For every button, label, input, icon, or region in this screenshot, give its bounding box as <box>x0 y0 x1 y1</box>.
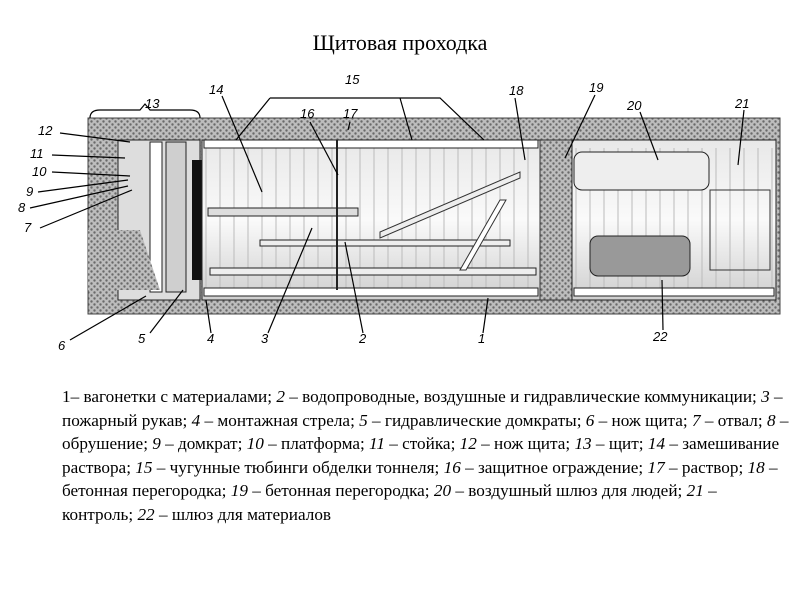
legend-item: 7 – отвал; <box>691 410 767 430</box>
callout-label-5: 5 <box>138 331 146 346</box>
callout-label-18: 18 <box>509 83 524 98</box>
legend-text: шлюз для материалов <box>171 504 332 524</box>
legend-number: 13 <box>574 434 592 453</box>
legend-text: щит <box>608 434 639 453</box>
callout-label-6: 6 <box>58 338 66 353</box>
legend-number: 15 <box>135 457 153 477</box>
legend-item: 11 – стойка; <box>369 434 460 453</box>
legend-number: 3 <box>761 387 770 406</box>
callout-label-21: 21 <box>734 96 749 111</box>
legend-text: стойка <box>402 434 451 453</box>
callout-label-1: 1 <box>478 331 485 346</box>
legend-item: 22 – шлюз для материалов <box>137 504 332 524</box>
legend-text: защитное ограждение <box>477 457 639 477</box>
legend-text: обрушение <box>62 434 144 453</box>
shield-section <box>88 139 202 301</box>
legend-item: 15 – чугунные тюбинги обделки тоннеля; <box>135 457 444 477</box>
callout-label-7: 7 <box>24 220 32 235</box>
legend-text: отвал <box>717 410 758 430</box>
legend-text: замешивание раствора <box>62 434 780 477</box>
legend-item: 21 – контроль; <box>62 481 717 524</box>
legend-number: 22 <box>137 504 155 524</box>
legend-number: 10 <box>246 434 264 453</box>
legend-text: монтажная стрела <box>217 410 351 430</box>
leader-lines <box>29 94 745 341</box>
legend-number: 19 <box>230 481 248 500</box>
main-tunnel <box>201 139 541 301</box>
legend-item: 20 – воздушный шлюз для людей; <box>433 481 687 500</box>
legend-text: воздушный шлюз для людей <box>468 481 678 500</box>
legend-number: 2 <box>276 387 285 406</box>
legend-text: нож щита <box>494 434 566 453</box>
legend-item: 10 – платформа; <box>246 434 370 453</box>
legend-item: 12 – нож щита; <box>459 434 575 453</box>
legend-number: 4 <box>191 410 201 430</box>
callout-label-13: 13 <box>145 96 160 111</box>
callout-label-9: 9 <box>26 184 33 199</box>
legend-text: чугунные тюбинги обделки тоннеля <box>169 457 435 477</box>
callout-label-19: 19 <box>589 80 603 95</box>
legend-number: 9 <box>152 434 161 453</box>
callout-label-10: 10 <box>32 164 47 179</box>
legend-item: 4 – монтажная стрела; <box>191 410 360 430</box>
legend-item: 6 – нож щита; <box>585 410 692 430</box>
callout-label-22: 22 <box>652 329 668 344</box>
legend-item: 5 – гидравлические домкраты; <box>359 410 586 430</box>
legend-item: 1– вагонетки с материалами; <box>62 387 277 406</box>
legend-text: гидравлические домкраты <box>384 410 577 430</box>
legend-number: 21 <box>686 481 704 500</box>
slide-title: Щитовая проходка <box>312 30 488 55</box>
legend-item: 16 – защитное ограждение; <box>443 457 648 477</box>
legend-number: 11 <box>369 434 385 453</box>
callout-label-3: 3 <box>261 331 269 346</box>
legend-number: 7 <box>691 410 701 430</box>
legend-text: домкрат <box>178 434 238 453</box>
legend-number: 1 <box>62 387 71 406</box>
legend-text: контроль <box>62 504 129 524</box>
legend-text: пожарный рукав <box>62 410 183 430</box>
legend-item: 19 – бетонная перегородка; <box>230 481 434 500</box>
legend: 1– вагонетки с материалами; 2 – водопров… <box>62 385 792 526</box>
legend-number: 17 <box>647 457 665 477</box>
legend-number: 5 <box>359 410 368 430</box>
callout-label-14: 14 <box>209 82 223 97</box>
legend-item: 3 – пожарный рукав; <box>62 387 783 430</box>
callout-label-17: 17 <box>343 106 358 121</box>
callout-label-11: 11 <box>30 146 44 161</box>
callout-label-20: 20 <box>626 98 642 113</box>
legend-number: 20 <box>433 481 452 500</box>
callout-label-8: 8 <box>18 200 26 215</box>
legend-number: 18 <box>747 457 765 477</box>
legend-number: 14 <box>647 434 666 453</box>
legend-number: 6 <box>585 410 595 430</box>
legend-item: 9 – домкрат; <box>152 434 247 453</box>
legend-number: 12 <box>459 434 477 453</box>
legend-text: бетонная перегородка <box>62 481 222 500</box>
legend-item: 8 – обрушение; <box>62 410 789 454</box>
legend-item: 18 – бетонная перегородка; <box>62 457 778 501</box>
legend-text: нож щита <box>611 410 683 430</box>
legend-item: 14 – замешивание раствора; <box>62 434 780 477</box>
legend-item: 13 – щит; <box>574 434 648 453</box>
legend-text: бетонная перегородка <box>265 481 425 500</box>
legend-item: 2 – водопроводные, воздушные и гидравлич… <box>276 387 762 406</box>
lock-chamber <box>571 139 777 301</box>
legend-number: 8 <box>766 410 776 430</box>
callout-label-4: 4 <box>207 331 214 346</box>
callout-label-16: 16 <box>300 106 315 121</box>
callout-label-2: 2 <box>358 331 367 346</box>
partition-wall <box>539 139 573 301</box>
legend-text: вагонетки с материалами <box>83 387 268 406</box>
legend-text: платформа <box>281 434 360 453</box>
legend-text: раствор <box>681 457 739 477</box>
callout-label-12: 12 <box>38 123 53 138</box>
legend-text: водопроводные, воздушные и гидравлически… <box>302 387 753 406</box>
legend-item: 17 – раствор; <box>647 457 748 477</box>
legend-number: 16 <box>443 457 461 477</box>
callout-label-15: 15 <box>345 72 360 87</box>
